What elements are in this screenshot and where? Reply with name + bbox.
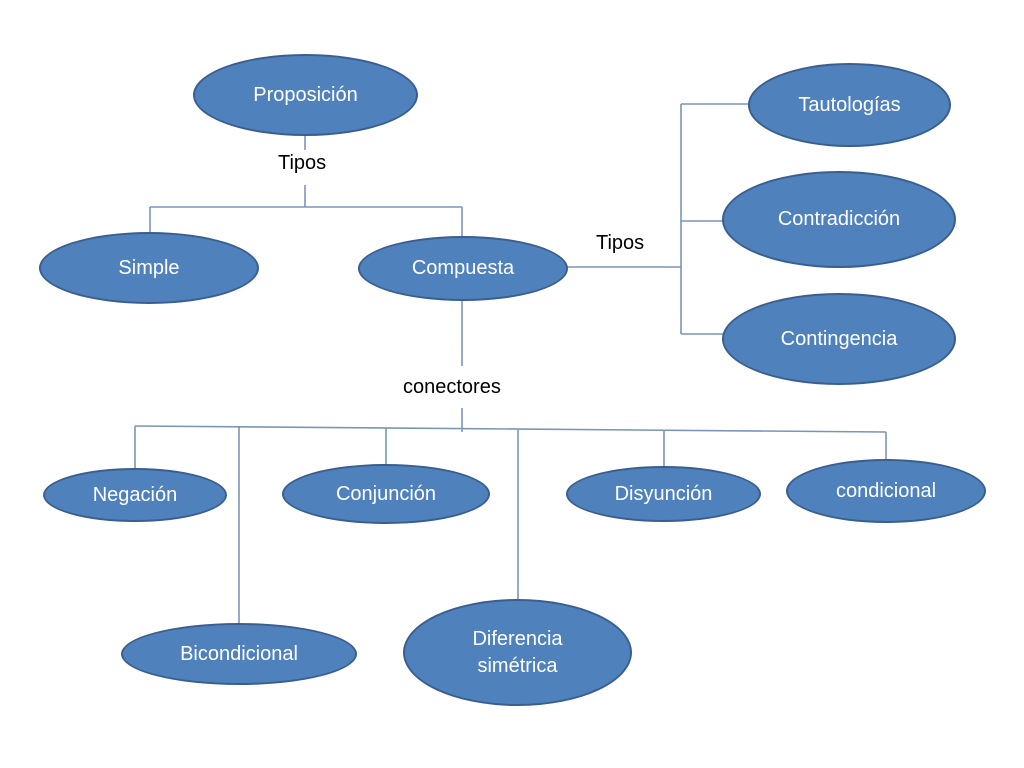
node-negacion: Negación xyxy=(43,468,227,522)
connector-line xyxy=(134,425,887,433)
node-contradiccion: Contradicción xyxy=(722,171,956,268)
label-tipos-compuesta: Tipos xyxy=(596,232,645,254)
node-bicondicional: Bicondicional xyxy=(121,623,357,685)
node-diferencia-simetrica: Diferencia simétrica xyxy=(403,599,632,706)
node-condicional: condicional xyxy=(786,459,986,523)
node-disyuncion: Disyunción xyxy=(566,466,761,522)
node-simple: Simple xyxy=(39,232,259,304)
node-tautologias: Tautologías xyxy=(748,63,951,147)
node-compuesta: Compuesta xyxy=(358,236,568,301)
node-proposicion: Proposición xyxy=(193,54,418,136)
label-tipos-proposicion: Tipos xyxy=(278,152,327,174)
label-conectores: conectores xyxy=(403,376,501,398)
node-contingencia: Contingencia xyxy=(722,293,956,385)
node-conjuncion: Conjunción xyxy=(282,464,490,524)
